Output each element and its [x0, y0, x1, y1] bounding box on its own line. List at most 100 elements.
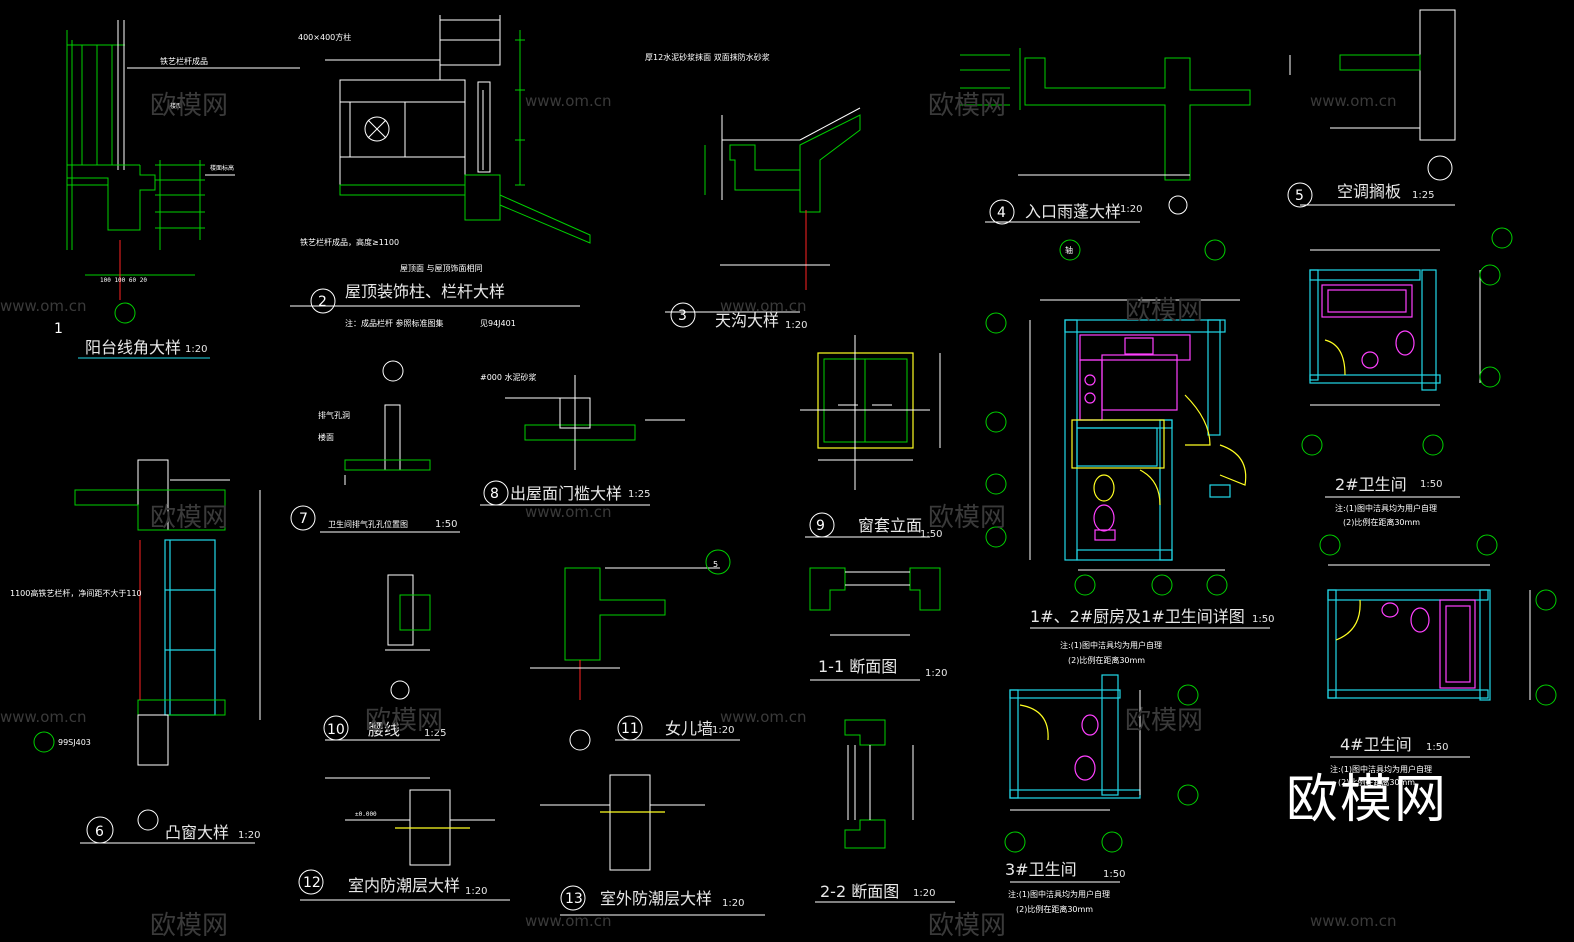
plan-bath-3-note-1: 注:(1)图中洁具均为用户自理	[1008, 889, 1110, 899]
detail-7-number: 7	[299, 511, 308, 527]
watermark-url-8: www.om.cn	[525, 912, 612, 930]
plan-bath-4-note-1: 注:(1)图中洁具均为用户自理	[1330, 764, 1432, 774]
section-1-1-scale: 1:20	[925, 668, 947, 679]
plan-bath-2-scale: 1:50	[1420, 479, 1442, 490]
plan-bath-2	[1301, 227, 1513, 498]
detail-10-scale: 1:25	[424, 728, 446, 739]
detail-7-label-a: 排气孔洞	[318, 410, 350, 420]
detail-2-ref: 见94J401	[480, 319, 516, 328]
detail-1-balcony-molding: 铁艺栏杆成品 楼面 楼面标高 100 100 60 20	[66, 20, 300, 324]
watermark-text-7: 欧模网	[1125, 706, 1204, 736]
plan-bath-4-title: 4#卫生间	[1340, 735, 1412, 754]
detail-12-number: 12	[303, 875, 321, 891]
plan-bath-2-note-1: 注:(1)图中洁具均为用户自理	[1335, 503, 1437, 513]
watermark-url-3: www.om.cn	[0, 297, 87, 315]
detail-13-number: 13	[565, 891, 583, 907]
plan-kitchen-note-2: (2)比例在距离30mm	[1068, 655, 1145, 665]
watermark-url-6: www.om.cn	[0, 708, 87, 726]
detail-13-scale: 1:20	[722, 898, 744, 909]
detail-13-title: 室外防潮层大样	[600, 889, 712, 908]
detail-12-scale: 1:20	[465, 886, 487, 897]
detail-8-threshold	[480, 375, 685, 506]
plan-kitchen-bath-1	[985, 239, 1270, 629]
plan-bath-4-scale: 1:50	[1426, 742, 1448, 753]
section-1-1-title: 1-1 断面图	[818, 657, 897, 676]
detail-12-title: 室内防潮层大样	[348, 876, 460, 895]
detail-2-note: 注：成品栏杆 参照标准图集	[345, 318, 444, 328]
detail-11-number: 11	[621, 721, 639, 737]
plan-bath-4	[1319, 534, 1557, 758]
detail-3-gutter	[665, 107, 861, 328]
watermark-url-4: www.om.cn	[720, 297, 807, 315]
watermark-url: www.om.cn	[525, 92, 612, 110]
detail-2-size-note: 400×400方柱	[298, 32, 351, 42]
section-1-1	[809, 567, 941, 681]
svg-text:铁艺栏杆成品: 铁艺栏杆成品	[160, 56, 208, 66]
detail-7-label-b: 楼面	[318, 432, 334, 442]
detail-7-scale: 1:50	[435, 519, 457, 530]
brand-logo-text: 欧模网	[1286, 770, 1449, 830]
detail-8-scale: 1:25	[628, 489, 650, 500]
detail-9-number: 9	[816, 518, 825, 534]
detail-9-title: 窗套立面	[858, 516, 922, 535]
detail-10-waist-line	[323, 574, 440, 741]
detail-9-window-frame	[800, 335, 941, 538]
section-2-2	[815, 719, 955, 903]
watermark-url-7: www.om.cn	[720, 708, 807, 726]
detail-2-number: 2	[318, 294, 327, 310]
detail-6-note: 1100高铁艺栏杆，净间距不大于110	[10, 588, 142, 598]
section-2-2-scale: 1:20	[913, 888, 935, 899]
watermark-text-5: 欧模网	[928, 503, 1007, 533]
detail-3-note: 厚12水泥砂浆抹面 双面抹防水砂浆	[645, 52, 770, 62]
plan-bath-4-note-2: (2)比例在距离30mm	[1338, 777, 1415, 787]
svg-text:100 100 60 20: 100 100 60 20	[100, 277, 147, 284]
watermark-text-8: 欧模网	[150, 911, 229, 941]
detail-5-ac-shelf	[1287, 9, 1456, 208]
detail-5-title: 空调搁板	[1337, 182, 1401, 201]
axis-tag: 轴	[1065, 245, 1073, 255]
detail-3-number: 3	[678, 308, 687, 324]
watermark-text-4: 欧模网	[150, 503, 229, 533]
watermark-text-3: 欧模网	[1125, 296, 1204, 326]
detail-7-title: 卫生间排气孔孔位置图	[328, 519, 408, 529]
plan-kitchen-note-1: 注:(1)图中洁具均为用户自理	[1060, 640, 1162, 650]
watermark-url-9: www.om.cn	[1310, 912, 1397, 930]
detail-13-outdoor-dpc	[540, 774, 765, 916]
detail-1-number: 1	[54, 321, 63, 337]
detail-6-number: 6	[95, 824, 104, 840]
detail-3-scale: 1:20	[785, 320, 807, 331]
detail-12-level: ±0.000	[355, 811, 377, 818]
detail-2-title: 屋顶装饰柱、栏杆大样	[345, 282, 505, 301]
section-2-2-title: 2-2 断面图	[820, 882, 899, 901]
detail-4-title: 入口雨蓬大样	[1025, 202, 1121, 221]
detail-11-parapet	[530, 549, 740, 751]
detail-4-entrance-canopy	[960, 48, 1251, 225]
detail-6-bay-window	[33, 459, 261, 844]
plan-bath-3-scale: 1:50	[1103, 869, 1125, 880]
watermark-text-6: 欧模网	[365, 706, 444, 736]
detail-10-number: 10	[327, 722, 345, 738]
watermark-text-2: 欧模网	[928, 91, 1007, 121]
plan-bath-3	[1004, 674, 1199, 883]
detail-5-number: 5	[1295, 188, 1304, 204]
detail-4-number: 4	[997, 205, 1006, 221]
svg-text:楼面标高: 楼面标高	[210, 164, 234, 172]
detail-11-scale: 1:20	[712, 725, 734, 736]
detail-9-scale: 1:50	[920, 529, 942, 540]
plan-bath-3-note-2: (2)比例在距离30mm	[1016, 904, 1093, 914]
detail-3-title: 天沟大样	[715, 311, 779, 330]
detail-5-scale: 1:25	[1412, 190, 1434, 201]
watermark-url-2: www.om.cn	[1310, 92, 1397, 110]
detail-labels: 1 阳台线角大样 1:20 2 屋顶装饰柱、栏杆大样 400×400方柱 铁艺栏…	[10, 32, 1448, 914]
plan-kitchen-title: 1#、2#厨房及1#卫生间详图	[1030, 607, 1245, 626]
detail-7-vent-hole	[290, 360, 460, 533]
detail-1-title: 阳台线角大样	[85, 338, 181, 357]
detail-8-title: 出屋面门槛大样	[510, 484, 622, 503]
detail-11-ref: 5	[713, 560, 718, 569]
plan-bath-3-title: 3#卫生间	[1005, 860, 1077, 879]
detail-2-note-b: 屋顶面 与屋顶饰面相同	[400, 263, 483, 273]
watermark-url-5: www.om.cn	[525, 503, 612, 521]
detail-4-scale: 1:20	[1120, 204, 1142, 215]
detail-2-note-a: 铁艺栏杆成品，高度≥1100	[300, 237, 399, 247]
detail-8-note: #000 水泥砂浆	[480, 372, 537, 382]
